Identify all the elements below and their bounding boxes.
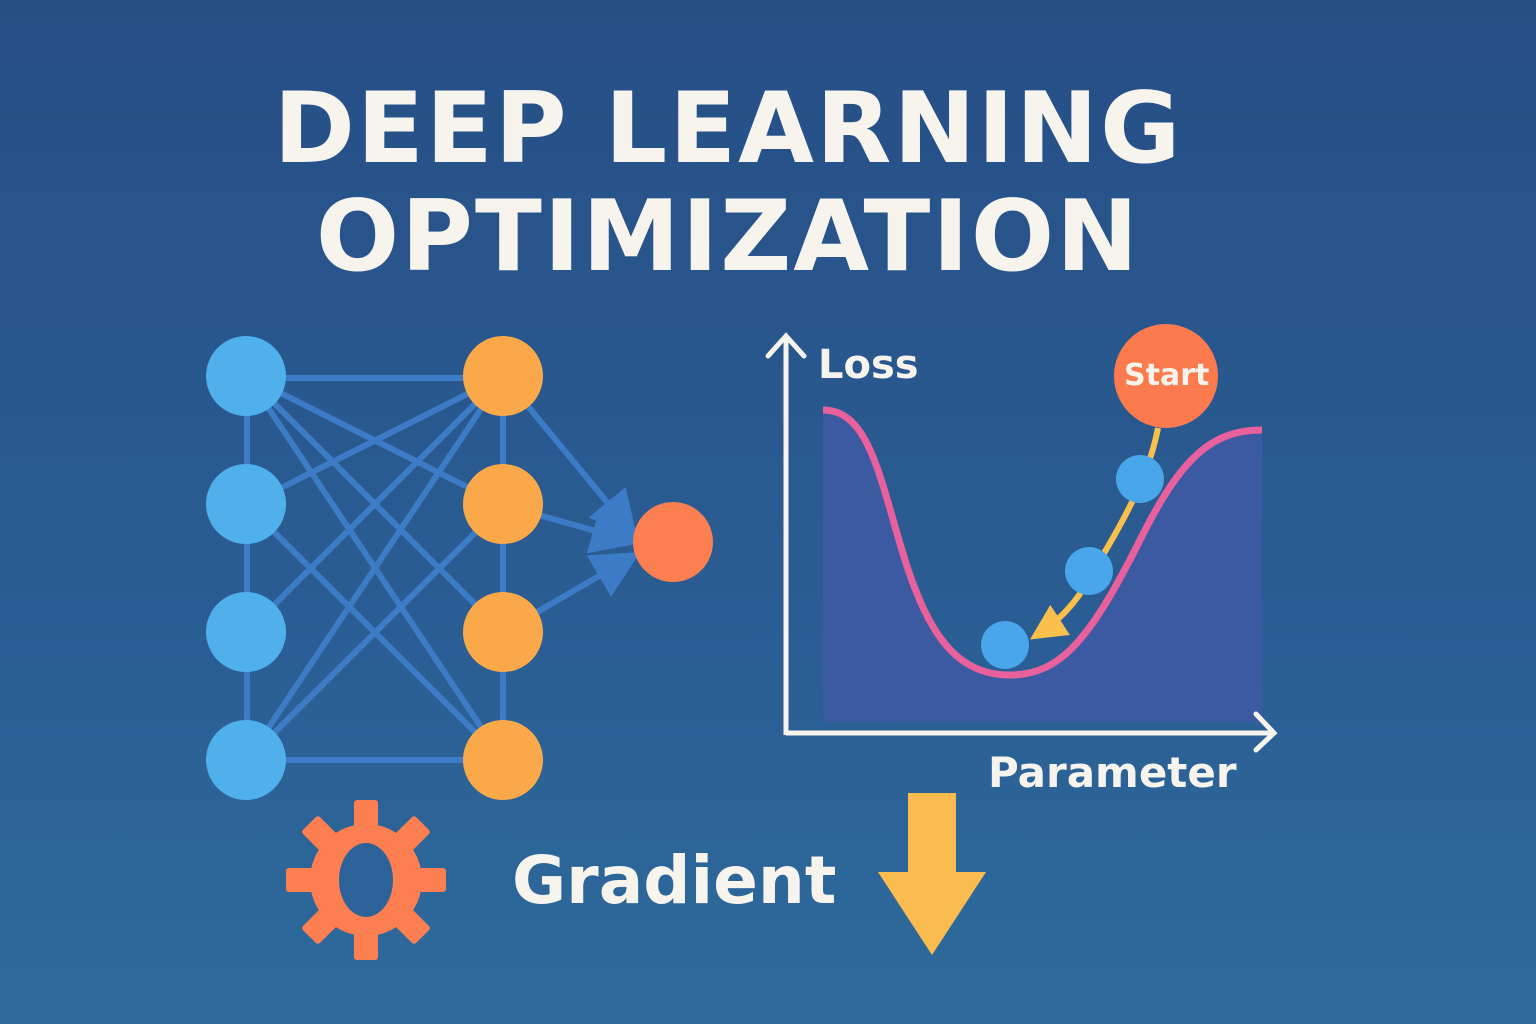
output-node	[633, 502, 713, 582]
network-edges	[244, 373, 641, 763]
title-line-2: OPTIMIZATION	[315, 180, 1141, 294]
input-node	[206, 464, 286, 544]
gradient-label: Gradient	[512, 842, 837, 919]
down-arrow-icon	[878, 793, 986, 955]
hidden-node	[463, 336, 543, 416]
input-node	[206, 336, 286, 416]
x-axis-label: Parameter	[988, 748, 1237, 797]
input-node	[206, 720, 286, 800]
step-point	[981, 621, 1029, 669]
step-point	[1065, 547, 1113, 595]
y-axis-label: Loss	[818, 342, 919, 388]
input-layer	[206, 336, 286, 800]
loss-chart	[765, 324, 1278, 753]
input-node	[206, 592, 286, 672]
start-point	[1114, 324, 1218, 428]
hidden-node	[463, 592, 543, 672]
gear-icon	[286, 800, 446, 960]
hidden-node	[463, 464, 543, 544]
hidden-layer	[463, 336, 543, 800]
start-label: Start	[1124, 358, 1210, 393]
step-point	[1116, 455, 1164, 503]
title-line-1: DEEP LEARNING	[273, 72, 1183, 186]
hidden-node	[463, 720, 543, 800]
